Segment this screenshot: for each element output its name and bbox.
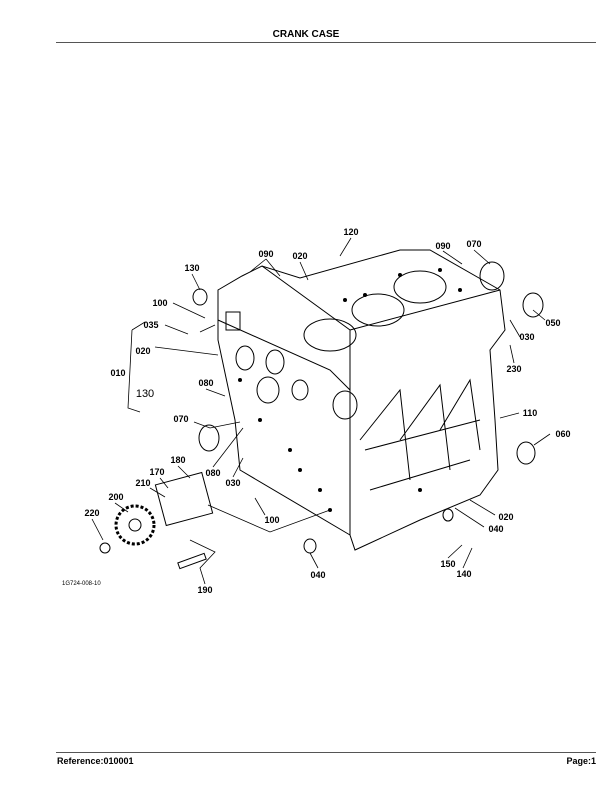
part-label: 020 (135, 346, 151, 356)
plug (479, 261, 505, 291)
part-label: 020 (292, 251, 308, 261)
part-label: 040 (310, 570, 326, 580)
part-label: 110 (522, 408, 538, 418)
cylinder-bore (393, 270, 447, 304)
part-label: 070 (173, 414, 189, 424)
part-label: 020 (498, 512, 514, 522)
cylinder-bore (303, 318, 357, 352)
part-label: 150 (440, 559, 456, 569)
part-label: 200 (108, 492, 124, 502)
cylinder-bore (351, 293, 405, 327)
diagram-code: 1G724-008-10 (62, 581, 101, 587)
part-label: 130 (184, 263, 200, 273)
part-label: 100 (264, 515, 280, 525)
footer-divider (56, 752, 596, 753)
part-label: 140 (456, 569, 472, 579)
part-label: 060 (555, 429, 571, 439)
part-label: 050 (545, 318, 561, 328)
part-label: 090 (435, 241, 451, 251)
plug (522, 292, 544, 318)
part-label: 070 (466, 239, 482, 249)
part-label: 100 (152, 298, 168, 308)
part-label: 040 (488, 524, 504, 534)
part-label: 220 (84, 508, 100, 518)
part-label: 190 (197, 585, 213, 595)
part-label: 130 (135, 388, 155, 400)
part-label: 210 (135, 478, 151, 488)
part-label: 080 (198, 378, 214, 388)
part-label: 030 (225, 478, 241, 488)
seal (516, 441, 536, 465)
part-label: 030 (519, 332, 535, 342)
page-title: CRANK CASE (272, 29, 340, 40)
bolt (177, 552, 207, 570)
page-number: Page:1 (566, 756, 596, 766)
oil-pump (154, 471, 214, 527)
seal (198, 424, 220, 452)
gear (114, 504, 156, 546)
part-label: 120 (343, 227, 359, 237)
part-label: 035 (143, 320, 159, 330)
cap (192, 288, 208, 306)
part-label: 080 (205, 468, 221, 478)
header-divider (56, 42, 596, 43)
part-label: 010 (110, 368, 126, 378)
nut (99, 542, 111, 554)
part-label: 090 (258, 249, 274, 259)
part-label: 180 (170, 455, 186, 465)
part-label: 170 (149, 467, 165, 477)
part-label: 230 (506, 364, 522, 374)
reference-number: Reference:010001 (57, 756, 134, 766)
